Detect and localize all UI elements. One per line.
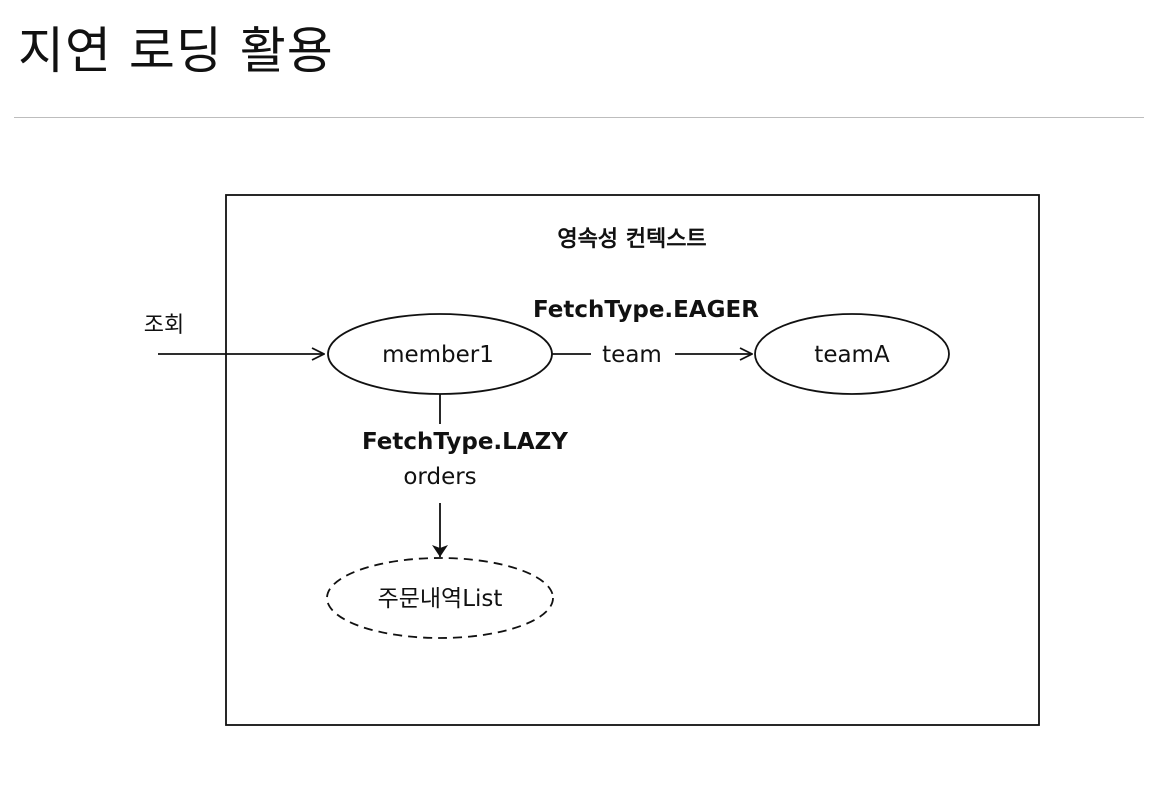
eager-field-label: team [602,342,662,368]
lazy-field-label: orders [403,464,476,490]
orders-node-label: 주문내역List [378,586,503,612]
page-title: 지연 로딩 활용 [18,22,334,80]
orders-node [326,557,554,639]
team-node-label: teamA [814,342,890,368]
lazy-fetch-label: FetchType.LAZY [362,429,568,455]
persistence-context-box [225,194,1040,726]
eager-fetch-label: FetchType.EAGER [533,297,759,323]
query-label: 조회 [144,313,184,338]
team-node [754,313,950,395]
persistence-context-label: 영속성 컨텍스트 [557,227,706,252]
title-divider [14,117,1144,118]
member-node-label: member1 [382,342,494,368]
